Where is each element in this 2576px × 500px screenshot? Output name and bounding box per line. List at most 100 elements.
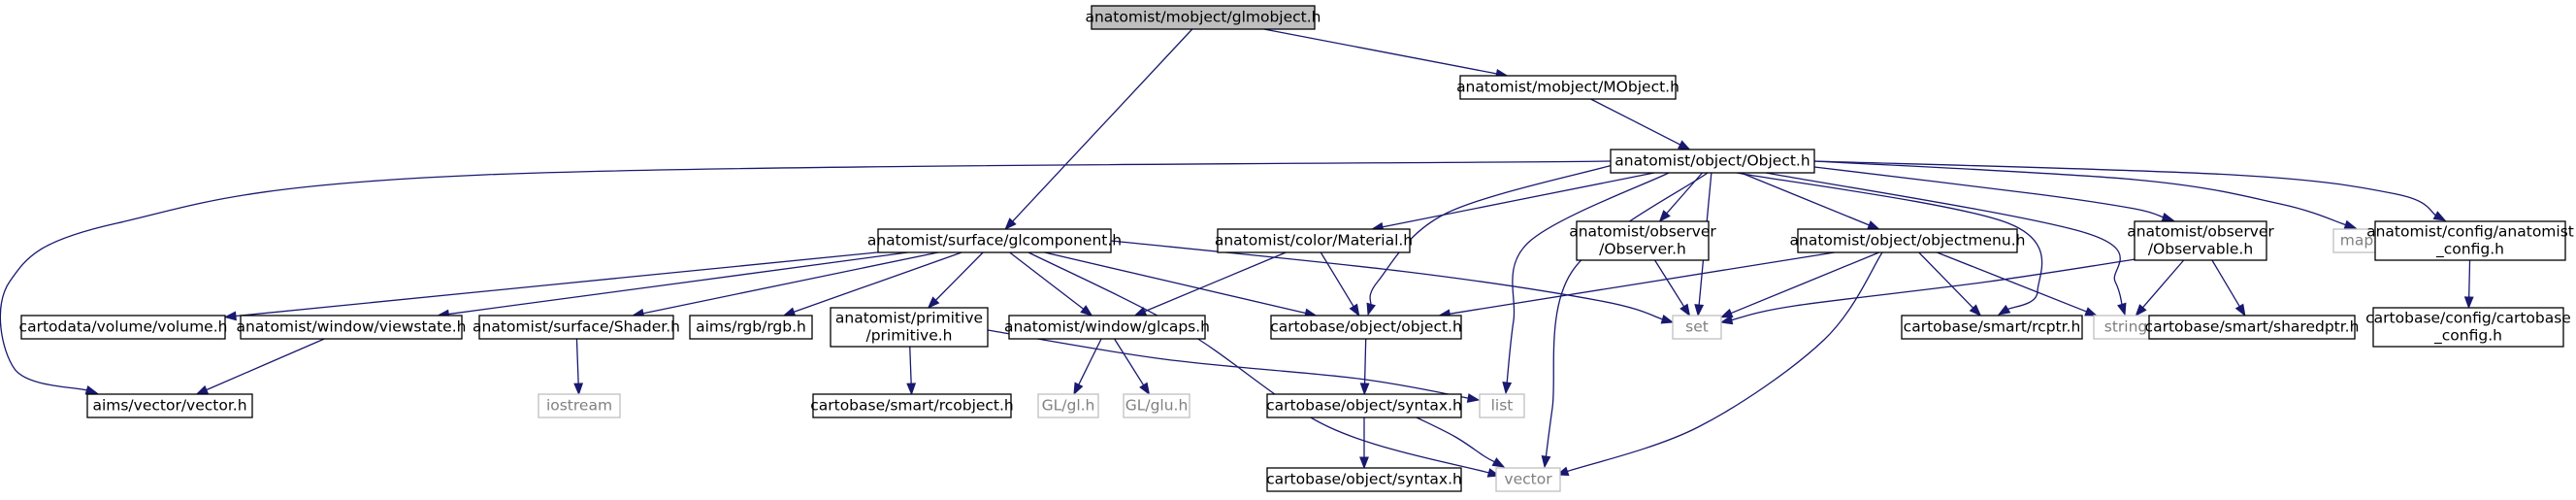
edge-line <box>1506 172 1670 384</box>
node-object[interactable]: anatomist/object/Object.h <box>1610 149 1815 174</box>
node-shader[interactable]: anatomist/surface/Shader.h <box>473 315 680 340</box>
node-syntax2[interactable]: cartobase/object/syntax.h <box>1266 467 1462 492</box>
node-objectmenu[interactable]: anatomist/object/objectmenu.h <box>1790 228 2026 253</box>
edge-line <box>1918 251 1974 310</box>
edge-line <box>1416 417 1496 463</box>
node-vector: vector <box>1495 467 1561 492</box>
edge-line <box>1320 251 1355 308</box>
node-label: anatomist/observer <box>2127 223 2274 241</box>
node-rcptr[interactable]: cartobase/smart/rcptr.h <box>1901 315 2083 340</box>
edge-line <box>0 160 1612 391</box>
arrowhead <box>1679 303 1691 317</box>
node-label: iostream <box>546 397 612 415</box>
node-glh: GL/gl.h <box>1037 393 1099 418</box>
node-box <box>1266 393 1462 418</box>
arrowhead <box>2117 302 2127 317</box>
node-primitive[interactable]: anatomist/primitive/primitive.h <box>830 307 989 348</box>
node-label: cartobase/object/syntax.h <box>1266 471 1462 488</box>
arrowhead <box>1719 308 1734 318</box>
arrowhead <box>1541 454 1551 469</box>
edge-material-to-glcaps <box>1133 251 1287 317</box>
edge-object-to-map <box>1813 160 2358 230</box>
arrowhead <box>2234 303 2246 317</box>
edge-line <box>987 329 1470 399</box>
edge-line <box>1381 172 1654 228</box>
arrowhead <box>2161 212 2175 222</box>
edge-observer-to-set <box>1654 259 1691 317</box>
edge-line <box>2141 259 2185 309</box>
node-glcaps[interactable]: anatomist/window/glcaps.h <box>1004 315 1210 340</box>
edge-glmobject-to-glcomponent <box>1004 28 1193 231</box>
node-box <box>1797 228 2018 253</box>
edge-line <box>1114 338 1145 386</box>
node-map: map <box>2332 228 2381 253</box>
edge-line <box>793 251 962 314</box>
node-volume[interactable]: cartodata/volume/volume.h <box>19 315 228 340</box>
node-material[interactable]: anatomist/color/Material.h <box>1215 228 1413 253</box>
node-sharedptr[interactable]: cartobase/smart/sharedptr.h <box>2145 315 2360 340</box>
node-label: list <box>1491 397 1514 415</box>
node-box <box>1576 220 1710 261</box>
arrowhead <box>1660 315 1675 324</box>
node-label: GL/gl.h <box>1042 397 1095 415</box>
node-label: anatomist/observer <box>1569 223 1716 241</box>
arrowhead <box>1080 305 1093 317</box>
arrowhead <box>2343 219 2358 230</box>
edge-observable-to-string <box>2135 259 2185 317</box>
node-gluh: GL/glu.h <box>1123 393 1190 418</box>
node-anaconfig[interactable]: anatomist/config/anatomist_config.h <box>2366 220 2574 261</box>
node-box <box>689 315 813 340</box>
node-box <box>1459 75 1677 100</box>
edge-line <box>1566 251 1883 473</box>
node-label: _config.h <box>2435 241 2504 259</box>
node-syntax1[interactable]: cartobase/object/syntax.h <box>1266 393 1462 418</box>
edge-line <box>1011 28 1193 223</box>
edge-line <box>1590 98 1681 147</box>
node-label: aims/rgb/rgb.h <box>696 318 806 336</box>
arrowhead <box>1502 382 1513 395</box>
edge-line <box>1027 251 1490 474</box>
node-rcobject[interactable]: cartobase/smart/rcobject.h <box>810 393 1014 418</box>
node-aimsvector[interactable]: aims/vector/vector.h <box>86 393 253 418</box>
arrowhead <box>906 383 917 396</box>
edge-line <box>1449 251 1835 316</box>
node-box <box>538 393 621 418</box>
edge-objectmenu-to-cbobject <box>1437 251 1835 319</box>
edge-object-to-string <box>1765 172 2127 317</box>
edge-line <box>1545 172 1709 458</box>
edge-objectmenu-to-string <box>1937 251 2098 317</box>
node-glmobject[interactable]: anatomist/mobject/glmobject.h <box>1085 5 1321 30</box>
node-cbconfig[interactable]: cartobase/config/cartobase_config.h <box>2365 307 2571 348</box>
node-rgb[interactable]: aims/rgb/rgb.h <box>689 315 813 340</box>
node-label: cartobase/smart/rcptr.h <box>1904 318 2081 336</box>
node-observer[interactable]: anatomist/observer/Observer.h <box>1569 220 1716 261</box>
node-box <box>1495 467 1561 492</box>
arrowhead <box>1359 456 1369 470</box>
node-label: anatomist/color/Material.h <box>1215 232 1413 250</box>
node-glcomponent[interactable]: anatomist/surface/glcomponent.h <box>867 228 1122 253</box>
node-box <box>1217 228 1411 253</box>
node-list: list <box>1479 393 1525 418</box>
edge-line <box>1813 166 2165 218</box>
node-set: set <box>1672 315 1722 340</box>
arrowhead <box>1969 304 1982 317</box>
arrowhead <box>1719 315 1734 325</box>
node-label: GL/glu.h <box>1125 397 1189 415</box>
node-observable[interactable]: anatomist/observer/Observable.h <box>2127 220 2274 261</box>
edge-line <box>1730 255 2155 321</box>
node-cbobject[interactable]: cartobase/object/object.h <box>1270 315 1462 340</box>
edge-line <box>205 338 325 391</box>
edge-primitive-to-list <box>987 329 1481 403</box>
edge-object-to-anaconfig <box>1813 160 2447 221</box>
edge-glcomponent-to-glcaps <box>1009 251 1093 317</box>
edge-line <box>1813 160 2437 217</box>
arrowhead <box>223 311 237 321</box>
node-box <box>830 307 989 348</box>
node-label: cartobase/object/syntax.h <box>1266 397 1462 415</box>
node-viewstate[interactable]: anatomist/window/viewstate.h <box>237 315 467 340</box>
arrowhead <box>1366 302 1376 317</box>
edge-line <box>1110 240 1664 320</box>
node-label: anatomist/primitive <box>835 310 983 327</box>
node-mobject[interactable]: anatomist/mobject/MObject.h <box>1456 75 1679 100</box>
